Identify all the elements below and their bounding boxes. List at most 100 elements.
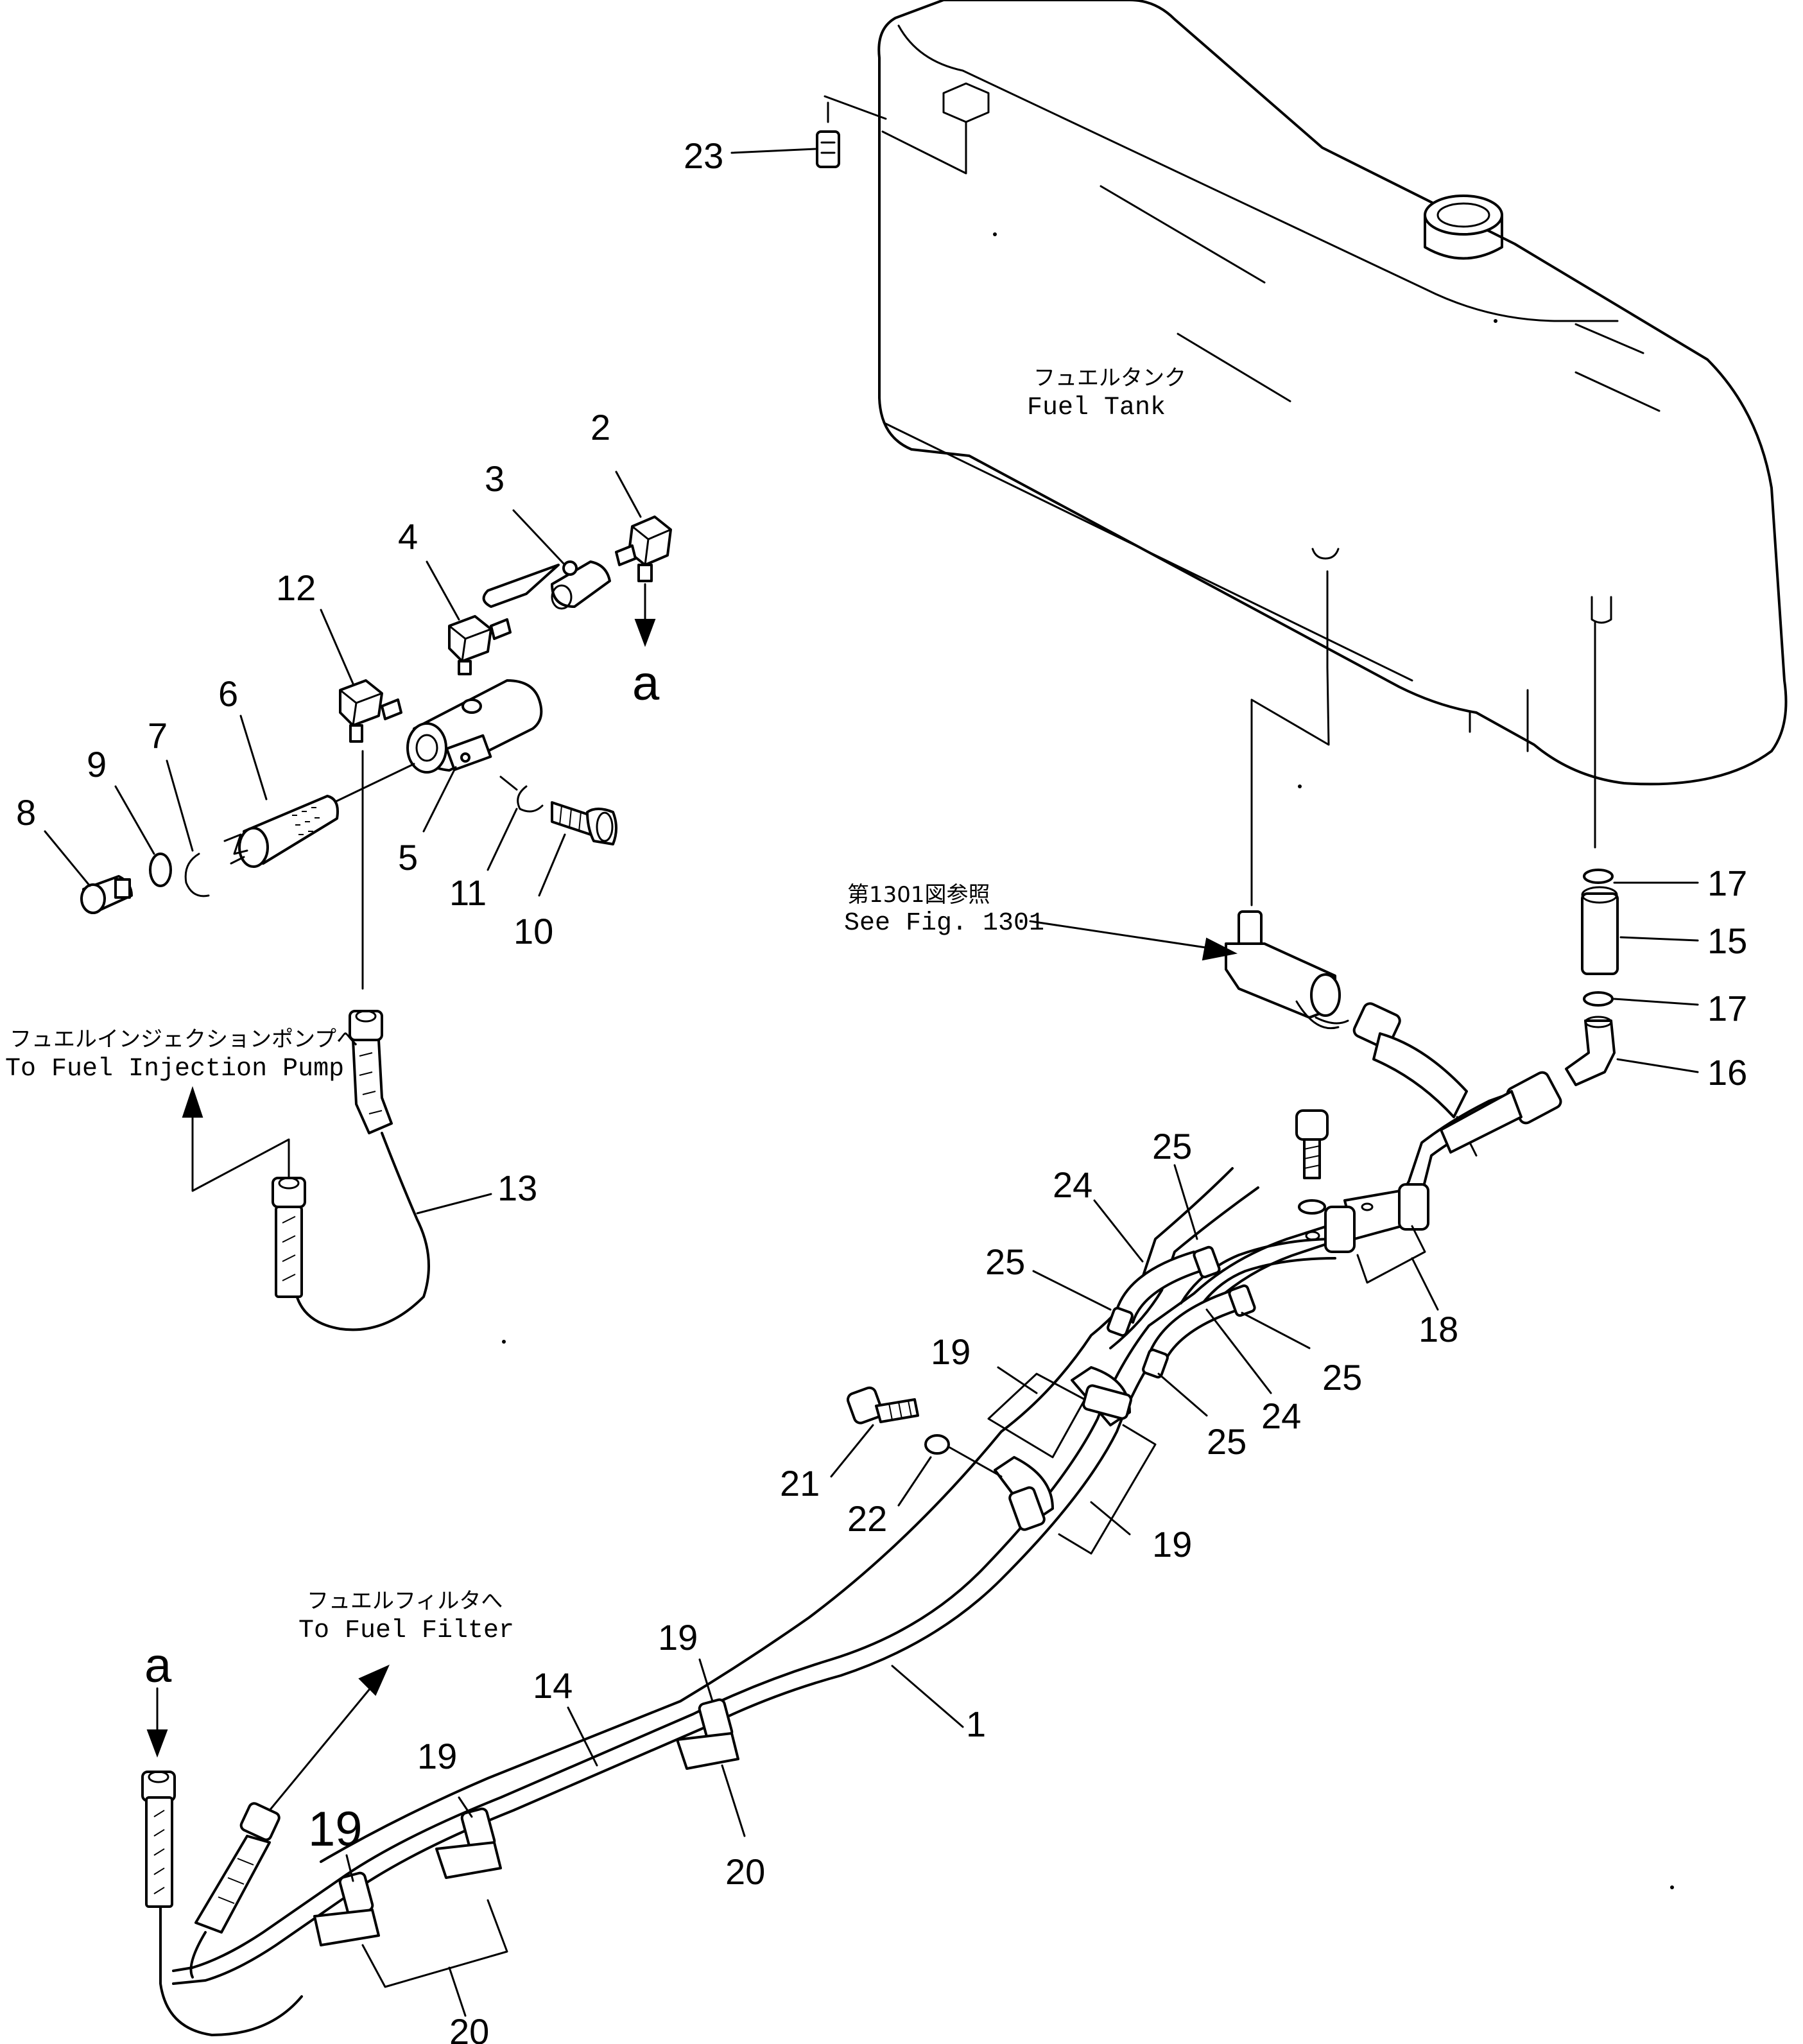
- callout-25a: 25: [1152, 1126, 1192, 1166]
- fuel-filter-label-ja: フュエルフィルタへ: [307, 1588, 503, 1614]
- callout-19d: 19: [417, 1736, 457, 1776]
- elbow-part-2: [615, 515, 672, 582]
- leader-15: [1619, 936, 1699, 942]
- callout-25d: 25: [1207, 1421, 1247, 1462]
- a-lower-arrowhead: [146, 1729, 168, 1758]
- leader-7: [166, 759, 194, 852]
- washer-part-22: [924, 1434, 950, 1455]
- leader-6: [239, 715, 268, 801]
- leader-21: [830, 1424, 874, 1478]
- leader-19-lower-c: [345, 1854, 354, 1882]
- injection-pump-label-en: To Fuel Injection Pump: [5, 1055, 344, 1084]
- injection-pump-line: [191, 1113, 290, 1192]
- elbow-part-4: [448, 615, 512, 675]
- elbow-part-16: [1565, 1016, 1616, 1086]
- connection-letter-a-lower: a: [144, 1638, 172, 1693]
- bracket-20-b: [361, 1899, 508, 1988]
- leader-19-mid-lower: [1090, 1501, 1131, 1536]
- o-ring-part-9: [149, 853, 172, 887]
- callout-13: 13: [497, 1168, 537, 1208]
- callout-8: 8: [16, 792, 36, 833]
- leader-25-d: [1157, 1373, 1208, 1417]
- clamp-part-19-mid-lower: [994, 1456, 1054, 1531]
- circlip-part-7: [184, 853, 210, 897]
- callout-19e: 19: [308, 1802, 363, 1857]
- valve-part-3: [482, 560, 611, 610]
- fuel-filter-label-en: To Fuel Filter: [298, 1616, 514, 1645]
- callout-17a: 17: [1707, 863, 1747, 903]
- callout-1: 1: [966, 1704, 986, 1744]
- leader-3: [512, 509, 566, 566]
- leader-24-lower: [1205, 1308, 1272, 1394]
- pipe-part-15: [1581, 886, 1619, 975]
- leader-9: [114, 785, 155, 855]
- leader-8: [44, 830, 91, 887]
- fuel-tank: [877, 0, 1788, 786]
- leader-1: [891, 1665, 964, 1728]
- filter-arrow-line: [268, 1681, 377, 1812]
- callout-23: 23: [684, 135, 723, 176]
- callout-16: 16: [1707, 1052, 1747, 1093]
- callout-9: 9: [87, 744, 107, 784]
- bolt-part-10: [551, 801, 617, 845]
- dot-mark: [993, 232, 997, 236]
- leader-22-to-clamp: [949, 1446, 1003, 1478]
- connection-letter-a-upper: a: [632, 656, 660, 711]
- dot-mark: [1298, 784, 1302, 788]
- clamp-part-19-lower-a: [676, 1698, 739, 1770]
- leader-19-mid-upper: [997, 1366, 1038, 1394]
- leader-10: [538, 833, 566, 897]
- leader-13: [416, 1193, 492, 1215]
- leader-2: [615, 471, 642, 518]
- strainer-part-6: [223, 795, 339, 868]
- see-fig-label-ja: 第1301図参照: [847, 882, 990, 908]
- leader-17-lower: [1613, 998, 1699, 1006]
- bracket-19-mid-upper: [987, 1373, 1086, 1459]
- fuel-tank-label-ja: フュエルタンク: [1033, 365, 1186, 391]
- circlip-part-11: [517, 785, 544, 813]
- leader-16: [1616, 1058, 1699, 1073]
- leader-12: [320, 609, 354, 685]
- leader-25-c: [1032, 1270, 1112, 1311]
- leader-5: [422, 766, 457, 833]
- elbow-part-12: [339, 679, 402, 743]
- callout-3: 3: [485, 458, 505, 499]
- callout-17b: 17: [1707, 988, 1747, 1028]
- a-upper-arrowhead: [634, 619, 656, 647]
- callout-25b: 25: [985, 1242, 1025, 1282]
- hose-part-24-lower: [1148, 1289, 1240, 1362]
- tank-drain-line: [1250, 570, 1330, 906]
- callout-19a: 19: [931, 1331, 971, 1372]
- callout-20b: 20: [449, 2011, 489, 2044]
- pipe-end-fitting: [1440, 1071, 1562, 1154]
- leader-18: [1411, 1257, 1439, 1311]
- clamp-part-19-lower-c: [313, 1871, 380, 1946]
- callout-24a: 24: [1053, 1165, 1092, 1205]
- callout-25c: 25: [1322, 1357, 1362, 1398]
- callout-4: 4: [398, 516, 418, 557]
- callout-2: 2: [591, 407, 610, 447]
- clamp-part-25-c: [1107, 1306, 1134, 1337]
- callout-7: 7: [148, 715, 168, 756]
- leader-20-a: [721, 1764, 746, 1837]
- hose-end-to-a: [141, 1771, 303, 2036]
- leader-19-lower-b: [458, 1796, 473, 1818]
- see-fig-label-en: See Fig. 1301: [844, 909, 1044, 938]
- o-ring-part-17-upper: [1583, 869, 1614, 884]
- o-ring-part-17-lower: [1583, 991, 1614, 1007]
- block-to-strainer-line: [332, 763, 415, 804]
- clamp-part-18: [1305, 1183, 1429, 1253]
- leader-23: [730, 148, 816, 154]
- leader-19-lower-a: [698, 1658, 714, 1702]
- injection-pump-arrowhead: [182, 1086, 203, 1118]
- callout-19b: 19: [1152, 1524, 1192, 1564]
- clamp-part-19-mid-upper: [1071, 1366, 1132, 1426]
- dot-mark: [1670, 1885, 1674, 1889]
- bracket-18: [1356, 1225, 1426, 1284]
- clamp-part-25-b: [1228, 1284, 1256, 1317]
- dot-mark: [1494, 319, 1497, 323]
- callout-24b: 24: [1261, 1396, 1301, 1436]
- leader-25-b: [1241, 1312, 1311, 1349]
- clamp-part-25-d: [1142, 1348, 1169, 1379]
